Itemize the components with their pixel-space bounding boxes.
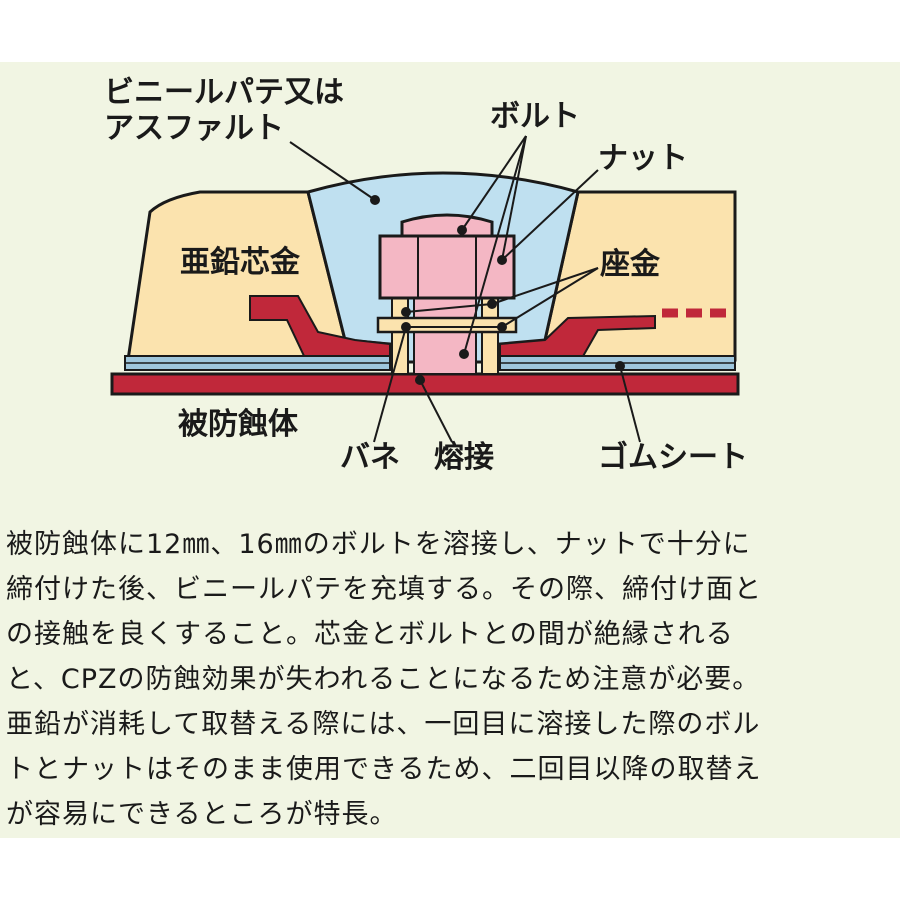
anode-mounting-diagram: ビニールパテ又は アスファルト ボルト ナット 亜鉛芯金 座金 被防蝕体 バネ …	[104, 75, 748, 475]
description-line: 締付けた後、ビニールパテを充填する。その際、締付け面と	[6, 574, 762, 605]
label-protected-body: 被防蝕体	[178, 407, 299, 442]
nut	[378, 234, 516, 300]
label-nut: ナット	[598, 141, 688, 176]
description-line: 亜鉛が消耗して取替える際には、一回目に溶接した際のボル	[6, 709, 761, 740]
spring-right	[481, 297, 499, 375]
description-line: 被防蝕体に12㎜、16㎜のボルトを溶接し、ナットで十分に	[6, 529, 751, 560]
label-washer: 座金	[600, 247, 661, 282]
bolt-head	[400, 213, 494, 238]
description-line: が容易にできるところが特長。	[6, 799, 398, 830]
washer	[376, 316, 518, 334]
label-putty-line2: アスファルト	[104, 111, 284, 146]
description-text: 被防蝕体に12㎜、16㎜のボルトを溶接し、ナットで十分に 締付けた後、ビニールパ…	[6, 522, 896, 837]
description-line: トとナットはそのまま使用できるため、二回目以降の取替え	[6, 754, 762, 785]
label-rubber-sheet: ゴムシート	[598, 440, 748, 475]
description-line: と、CPZの防蝕効果が失われることになるため注意が必要。	[6, 664, 761, 695]
label-bolt: ボルト	[490, 99, 580, 134]
label-weld: 熔接	[434, 440, 494, 475]
description-line: の接触を良くすること。芯金とボルトとの間が絶縁される	[6, 619, 734, 650]
label-zinc-core: 亜鉛芯金	[180, 245, 301, 280]
label-spring: バネ	[340, 440, 400, 475]
label-putty-line1: ビニールパテ又は	[104, 75, 344, 110]
core-metal	[249, 295, 391, 359]
